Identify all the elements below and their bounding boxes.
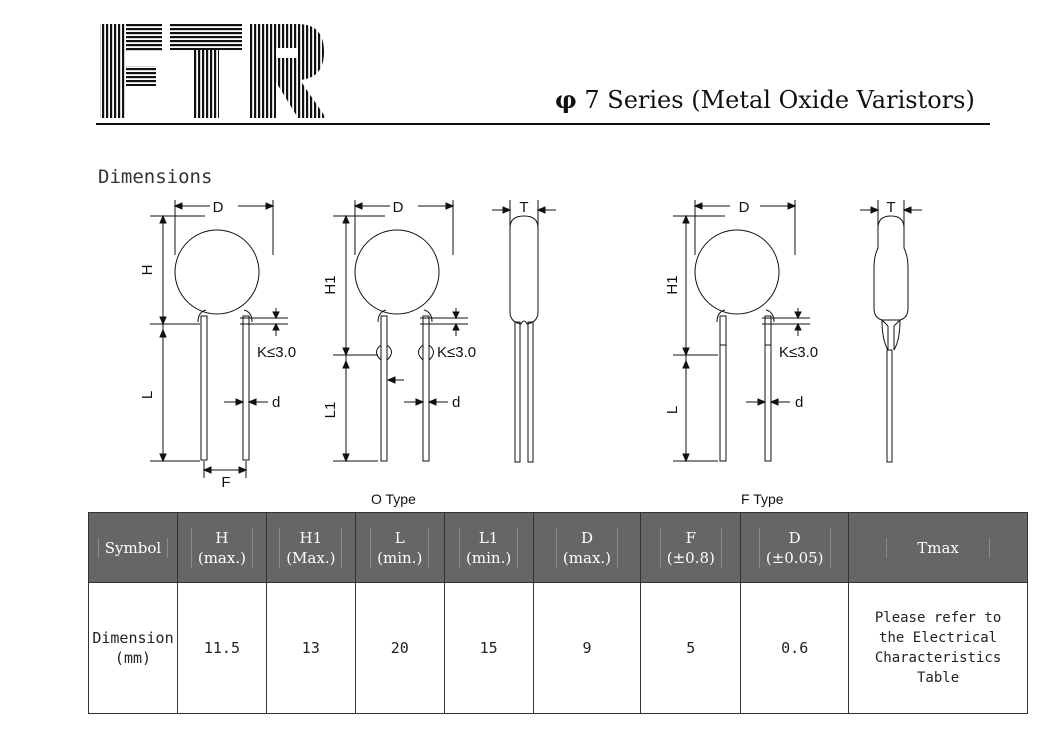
value-lead-d: 0.6	[740, 582, 850, 714]
row-label: Dimension (mm)	[88, 582, 178, 714]
value-d: 9	[532, 582, 642, 714]
header-f: F(±0.8)	[640, 512, 742, 583]
label-k-3: K≤3.0	[779, 344, 818, 361]
tmax-line-2: the Electrical	[879, 630, 998, 646]
label-d-lead-1: d	[272, 394, 280, 411]
label-l-1: L	[139, 391, 156, 399]
f-type-label: F Type	[741, 491, 784, 507]
value-l1: 15	[443, 582, 534, 714]
header-d: D(max.)	[532, 512, 642, 583]
value-tmax: Please refer to the Electrical Character…	[848, 582, 1028, 714]
tmax-line-4: Table	[916, 670, 960, 686]
dimensions-table: Symbol H(max.) H1(Max.) L(min.) L1(min.)…	[88, 512, 1028, 714]
drawing-f-type-side	[860, 200, 922, 463]
header-l1-name: L1	[478, 528, 499, 547]
label-t-2: T	[886, 199, 895, 216]
label-l1: L1	[322, 402, 339, 419]
header-h1-name: H1	[299, 528, 323, 547]
drawing-basic-front	[150, 200, 288, 478]
header-d-sub: (max.)	[562, 548, 612, 567]
header-lead-d: D(±0.05)	[740, 512, 850, 583]
label-d-lead-2: d	[452, 394, 460, 411]
label-t-1: T	[519, 199, 528, 216]
o-type-label: O Type	[371, 491, 416, 507]
header-symbol-label: Symbol	[97, 537, 169, 558]
label-d-2: D	[393, 199, 404, 216]
section-title: Dimensions	[98, 166, 213, 188]
drawing-o-type-side	[492, 200, 556, 463]
header-l-name: L	[394, 528, 405, 547]
value-h1: 13	[265, 582, 356, 714]
header-h-name: H	[215, 528, 229, 547]
header-h-sub: (max.)	[197, 548, 246, 567]
row-unit: (mm)	[114, 649, 152, 667]
header-divider	[96, 123, 990, 125]
label-h: H	[139, 265, 156, 276]
table-header-row: Symbol H(max.) H1(Max.) L(min.) L1(min.)…	[88, 512, 1028, 583]
header-tmax: Tmax	[848, 512, 1028, 583]
header-d-name: D	[580, 528, 593, 547]
value-l: 20	[354, 582, 445, 714]
header-l-sub: (min.)	[377, 548, 423, 567]
label-d-3: D	[739, 199, 750, 216]
label-h1-2: H1	[664, 275, 681, 294]
value-h: 11.5	[176, 582, 267, 714]
header-f-sub: (±0.8)	[666, 548, 715, 567]
header-h: H(max.)	[176, 512, 267, 583]
label-k-2: K≤3.0	[437, 344, 476, 361]
header-tmax-label: Tmax	[886, 537, 990, 558]
value-f: 5	[640, 582, 742, 714]
dimension-drawing: D H L K≤3.0 d F	[139, 199, 922, 491]
header-lead-d-name: D	[788, 528, 801, 547]
label-k-1: K≤3.0	[257, 344, 296, 361]
label-d-lead-3: d	[795, 394, 803, 411]
header-l1: L1(min.)	[443, 512, 534, 583]
tmax-line-1: Please refer to	[874, 610, 1002, 626]
header-l: L(min.)	[354, 512, 445, 583]
label-d-1: D	[213, 199, 224, 216]
label-f: F	[221, 474, 230, 491]
header-lead-d-sub: (±0.05)	[765, 548, 824, 567]
drawing-o-type-front	[333, 200, 468, 463]
series-title-text: 7 Series (Metal Oxide Varistors)	[584, 86, 975, 114]
ftr-logo	[100, 24, 326, 118]
series-title: φ 7 Series (Metal Oxide Varistors)	[555, 85, 975, 114]
drawing-f-type-front	[673, 200, 810, 463]
label-l-2: L	[664, 406, 681, 414]
header-h1-sub: (Max.)	[286, 548, 336, 567]
header-symbol: Symbol	[88, 512, 178, 583]
header-l1-sub: (min.)	[466, 548, 512, 567]
tmax-line-3: Characteristics	[874, 650, 1002, 666]
header-h1: H1(Max.)	[265, 512, 356, 583]
row-label-text: Dimension	[92, 629, 174, 647]
table-row: Dimension (mm) 11.5 13 20 15 9 5 0.6 Plea…	[88, 582, 1028, 714]
header-f-name: F	[685, 528, 697, 547]
phi-symbol: φ	[555, 85, 577, 114]
label-h1-1: H1	[322, 275, 339, 294]
